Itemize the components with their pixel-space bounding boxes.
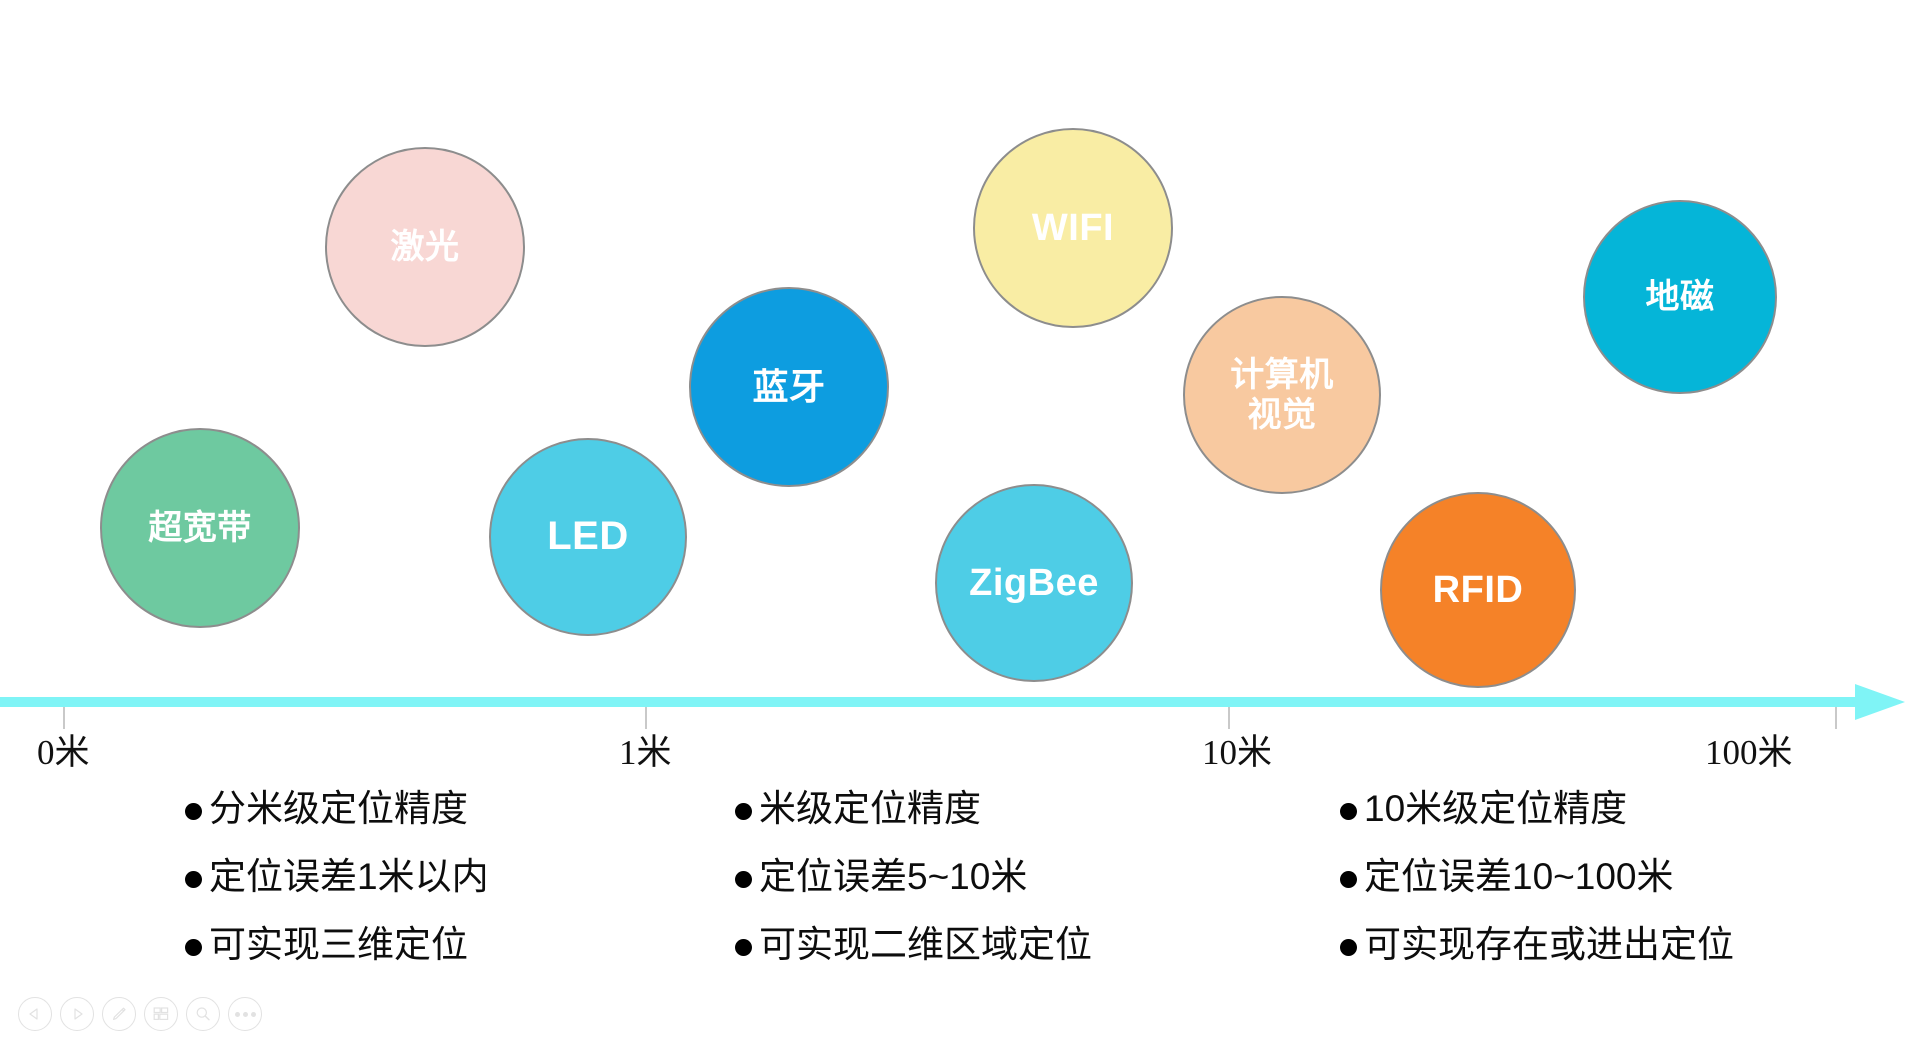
bullet-item: 米级定位精度: [735, 790, 1092, 827]
bullet-dot-icon: [185, 803, 202, 820]
bullet-text: 定位误差5~10米: [759, 856, 1028, 897]
bullet-text: 定位误差1米以内: [209, 856, 489, 897]
bubble-2[interactable]: LED: [489, 438, 687, 636]
bubble-0[interactable]: 超宽带: [100, 428, 300, 628]
bubble-3[interactable]: 蓝牙: [689, 287, 889, 487]
bubble-label: 超宽带: [148, 508, 252, 547]
bullet-dot-icon: [1340, 871, 1357, 888]
bubble-7[interactable]: RFID: [1380, 492, 1576, 688]
presentation-toolbar[interactable]: [18, 997, 262, 1031]
bubble-label: LED: [547, 514, 629, 559]
axis-arrow-icon: [1855, 684, 1905, 720]
bullet-text: 可实现存在或进出定位: [1364, 924, 1734, 965]
next-slide-icon[interactable]: [60, 997, 94, 1031]
bullet-item: 可实现存在或进出定位: [1340, 926, 1734, 963]
bubble-label: RFID: [1432, 568, 1524, 611]
pen-icon[interactable]: [102, 997, 136, 1031]
axis-tick-mark: [645, 707, 647, 729]
bullet-text: 可实现三维定位: [209, 924, 468, 965]
zoom-icon[interactable]: [186, 997, 220, 1031]
more-dots: [234, 1011, 256, 1017]
bubble-1[interactable]: 激光: [325, 147, 525, 347]
bullet-dot-icon: [1340, 939, 1357, 956]
axis-tick-mark: [63, 707, 65, 729]
bubble-label: 计算机 视觉: [1230, 355, 1334, 434]
bullet-item: 可实现三维定位: [185, 926, 489, 963]
bullet-item: 可实现二维区域定位: [735, 926, 1092, 963]
bubble-label: ZigBee: [969, 561, 1099, 604]
bullet-text: 可实现二维区域定位: [759, 924, 1092, 965]
bullet-dot-icon: [185, 939, 202, 956]
bullet-item: 分米级定位精度: [185, 790, 489, 827]
bubble-label: 蓝牙: [752, 365, 826, 407]
axis-tick-label: 1米: [619, 733, 672, 772]
bullet-dot-icon: [735, 939, 752, 956]
bullet-text: 定位误差10~100米: [1364, 856, 1674, 897]
bubble-label: WIFI: [1031, 206, 1115, 249]
bullet-column-2: 10米级定位精度定位误差10~100米可实现存在或进出定位: [1340, 790, 1734, 994]
bubble-4[interactable]: ZigBee: [935, 484, 1133, 682]
bullet-text: 分米级定位精度: [209, 788, 468, 829]
bubble-label: 激光: [390, 227, 460, 266]
bubble-6[interactable]: 计算机 视觉: [1183, 296, 1381, 494]
bubble-8[interactable]: 地磁: [1583, 200, 1777, 394]
bullet-dot-icon: [735, 871, 752, 888]
axis-line: [0, 697, 1860, 707]
axis-tick-mark: [1835, 707, 1837, 729]
axis-tick-label: 100米: [1705, 733, 1793, 772]
bubble-5[interactable]: WIFI: [973, 128, 1173, 328]
axis-tick-mark: [1228, 707, 1230, 729]
bullet-text: 米级定位精度: [759, 788, 981, 829]
more-options-icon[interactable]: [228, 997, 262, 1031]
axis-tick-label: 10米: [1202, 733, 1273, 772]
bullet-dot-icon: [735, 803, 752, 820]
bullet-item: 定位误差10~100米: [1340, 858, 1734, 895]
bullet-text: 10米级定位精度: [1364, 788, 1628, 829]
bullet-item: 定位误差5~10米: [735, 858, 1092, 895]
bullet-item: 10米级定位精度: [1340, 790, 1734, 827]
bubble-label: 地磁: [1645, 277, 1715, 316]
bullet-column-1: 米级定位精度定位误差5~10米可实现二维区域定位: [735, 790, 1092, 994]
previous-slide-icon[interactable]: [18, 997, 52, 1031]
bullet-item: 定位误差1米以内: [185, 858, 489, 895]
axis-tick-label: 0米: [37, 733, 90, 772]
slide-grid-icon[interactable]: [144, 997, 178, 1031]
bullet-dot-icon: [185, 871, 202, 888]
bullet-dot-icon: [1340, 803, 1357, 820]
bullet-column-0: 分米级定位精度定位误差1米以内可实现三维定位: [185, 790, 489, 994]
